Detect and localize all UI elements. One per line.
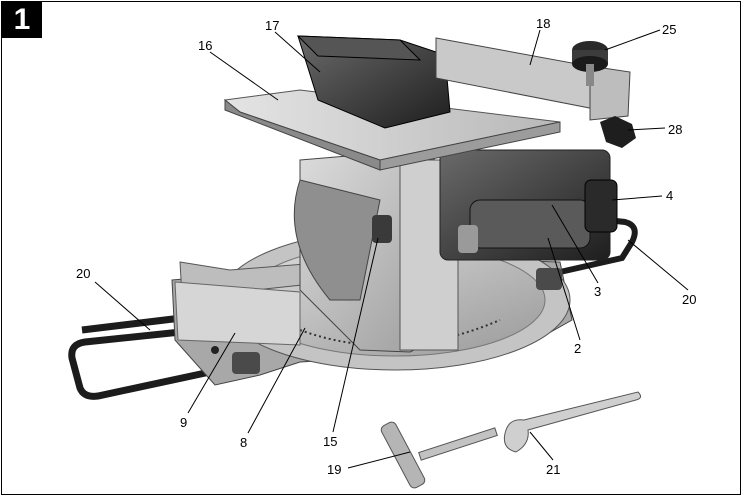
socket-wrench [380,421,498,489]
callout-15: 15 [323,434,337,449]
figure-number-badge: 1 [2,2,42,38]
callout-19: 19 [327,462,341,477]
callout-2: 2 [574,341,581,356]
callout-17: 17 [265,18,279,33]
callout-4: 4 [666,188,673,203]
callout-18: 18 [536,16,550,31]
open-end-wrench [503,391,642,453]
rip-fence [435,37,631,121]
callout-16: 16 [198,38,212,53]
callout-20-left: 20 [76,266,90,281]
callout-21: 21 [546,462,560,477]
saw-head [293,149,618,353]
fence-knob-side [600,116,636,148]
callout-9: 9 [180,415,187,430]
callout-3: 3 [594,284,601,299]
callout-25: 25 [662,22,676,37]
callout-28: 28 [668,122,682,137]
callout-8: 8 [240,435,247,450]
dust-hood [296,35,451,129]
left-fence [174,261,331,354]
leader-lines [94,29,689,469]
callout-20-right: 20 [682,292,696,307]
right-carry-handle [559,215,638,275]
fence-knob-top [572,41,608,86]
